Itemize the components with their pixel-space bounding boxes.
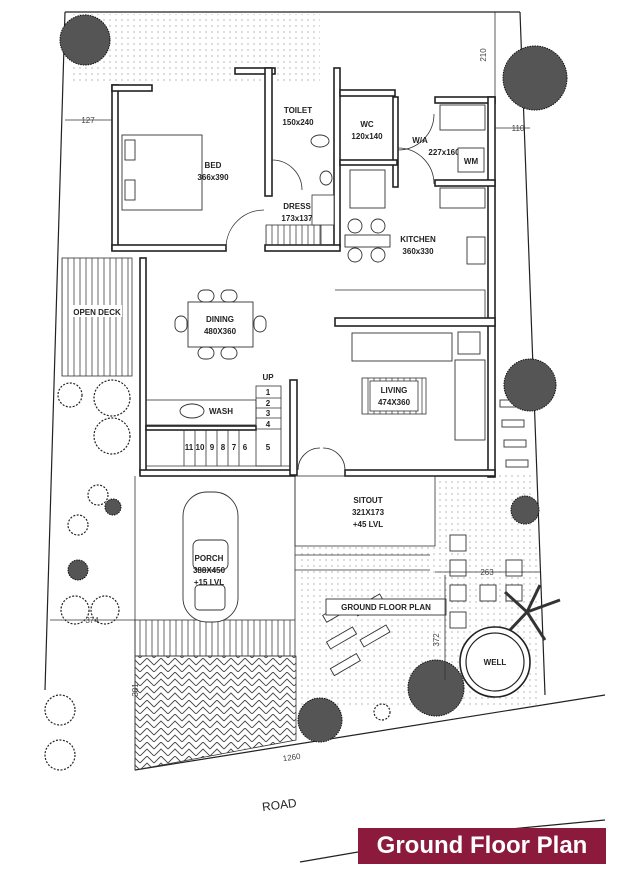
dining-table xyxy=(187,301,254,348)
dim-381: 381 xyxy=(131,683,140,697)
dimension-lines xyxy=(50,12,540,680)
staircase xyxy=(146,385,290,467)
porch-label: PORCH xyxy=(195,554,224,563)
dim-1260: 1260 xyxy=(282,752,301,763)
side-table xyxy=(457,331,481,355)
wc-size: 120x140 xyxy=(351,132,383,141)
dim-372: 372 xyxy=(432,633,441,647)
bed-door[interactable] xyxy=(225,209,265,249)
dim-210: 210 xyxy=(479,48,488,62)
step-11: 11 xyxy=(185,443,194,452)
toilet-label: TOILET xyxy=(284,106,312,115)
wa-label: W/A xyxy=(412,136,428,145)
bed-size: 366x390 xyxy=(197,173,229,182)
toilet-size: 150x240 xyxy=(282,118,314,127)
main-door[interactable] xyxy=(297,447,346,471)
sink-2 xyxy=(439,187,486,209)
title-banner: Ground Floor Plan xyxy=(358,828,606,864)
dim-110: 110 xyxy=(512,124,525,133)
wash-label: WASH xyxy=(209,407,233,416)
sofa-top xyxy=(351,332,453,362)
dress-size: 173x137 xyxy=(281,214,313,223)
stairs-up-label: UP xyxy=(262,373,274,382)
step-3: 3 xyxy=(266,409,271,418)
sitout-level: +45 LVL xyxy=(353,520,383,529)
stove xyxy=(466,236,486,265)
kitchen-stools xyxy=(344,218,391,263)
toilet-door[interactable] xyxy=(271,159,303,191)
building-walls xyxy=(111,67,496,478)
porch-size: 388X450 xyxy=(193,566,226,575)
well-label: WELL xyxy=(484,658,507,667)
dim-127: 127 xyxy=(81,116,95,125)
dress-label: DRESS xyxy=(283,202,311,211)
trees xyxy=(44,14,568,771)
porch-steps xyxy=(134,619,296,657)
dim-374: 374 xyxy=(85,616,99,625)
porch-level: +15 LVL xyxy=(194,578,224,587)
washing-machine xyxy=(457,147,485,173)
wardrobe xyxy=(265,224,322,246)
living-label: LIVING xyxy=(381,386,408,395)
wm-label: WM xyxy=(464,157,479,166)
toilet-seat xyxy=(310,134,330,148)
wash-basin xyxy=(179,403,205,419)
dining-chairs xyxy=(174,289,267,360)
step-9: 9 xyxy=(210,443,215,452)
step-7: 7 xyxy=(232,443,237,452)
wc-door[interactable] xyxy=(397,113,435,151)
dining-label: DINING xyxy=(206,315,234,324)
wc-label: WC xyxy=(360,120,374,129)
dining-size: 480X360 xyxy=(204,327,237,336)
kitchen-label: KITCHEN xyxy=(400,235,436,244)
sink-1 xyxy=(439,104,486,131)
plan-tag-box xyxy=(325,598,447,616)
step-2: 2 xyxy=(266,399,271,408)
fridge xyxy=(349,169,386,209)
step-4: 4 xyxy=(266,420,271,429)
step-1: 1 xyxy=(266,388,271,397)
car xyxy=(182,491,239,623)
dim-263: 263 xyxy=(480,568,494,577)
living-size: 474X360 xyxy=(378,398,411,407)
paved-driveway xyxy=(134,655,297,771)
wa-door[interactable] xyxy=(397,147,435,185)
toilet-basin xyxy=(319,170,333,186)
plan-tag: GROUND FLOOR PLAN xyxy=(341,603,431,612)
kitchen-size: 360x330 xyxy=(402,247,434,256)
step-5: 5 xyxy=(266,443,271,452)
sitout-label: SITOUT xyxy=(353,496,382,505)
open-deck-label: OPEN DECK xyxy=(73,308,121,317)
garden-hatch xyxy=(70,14,320,82)
bed-label: BED xyxy=(205,161,222,170)
step-6: 6 xyxy=(243,443,248,452)
step-8: 8 xyxy=(221,443,226,452)
wa-size: 227x160 xyxy=(428,148,460,157)
kitchen-counter xyxy=(335,289,486,318)
step-10: 10 xyxy=(196,443,205,452)
sofa-side xyxy=(454,359,486,441)
sitout-size: 321X173 xyxy=(352,508,385,517)
well xyxy=(459,626,531,698)
